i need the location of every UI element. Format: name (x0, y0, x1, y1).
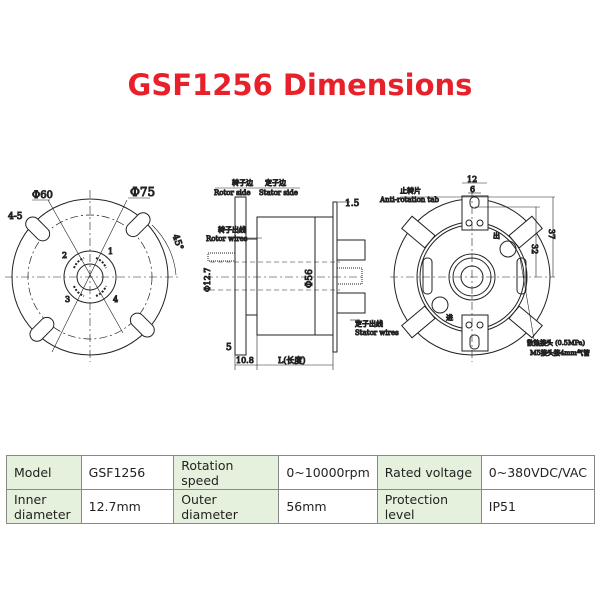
rotor-wires-cn: 转子出线 (218, 225, 246, 234)
pos-1: 1 (108, 247, 113, 256)
spec-table: Model GSF1256 Rotation speed 0~10000rpm … (6, 455, 596, 524)
tab-cn: 止转片 (400, 186, 421, 195)
stator-wires-label: Stator wires (355, 329, 399, 337)
flange-thickness-label: 1.5 (345, 199, 360, 209)
pos-4: 4 (113, 295, 118, 304)
spec-label: Protection level (376, 489, 482, 524)
inlet-mark: 进 (446, 314, 453, 322)
spec-label: Rotation speed (173, 455, 280, 490)
side-view: 转子边 定子边 Rotor side Stator side 1.5 转子出线 … (203, 178, 400, 370)
dimension-drawing: Φ60 Φ75 4-5 45° 2 1 3 4 转子边 定子边 Rotor si… (5, 175, 591, 370)
inner-diameter-label: Φ12.7 (203, 268, 212, 292)
rotor-wires-label: Rotor wires (206, 235, 248, 243)
front-d75-label: Φ75 (130, 185, 155, 199)
spec-value: 0~380VDC/VAC (480, 455, 596, 490)
spec-value: IP51 (480, 489, 596, 524)
cooling-fitting-label: 散热接头 (0.5MPa) (527, 338, 586, 347)
spec-value: GSF1256 (80, 455, 175, 490)
rotor-side-label: Rotor side (214, 189, 251, 197)
stator-side-label: Stator side (259, 189, 298, 197)
length-label: L(长度) (278, 355, 306, 365)
front-d60-label: Φ60 (32, 190, 53, 201)
table-row: Model GSF1256 Rotation speed 0~10000rpm … (6, 455, 596, 490)
height-37-label: 37 (547, 229, 556, 239)
spec-label: Rated voltage (376, 455, 482, 490)
outer-diameter-label: Φ56 (305, 269, 315, 288)
front-holes-label: 4-5 (8, 212, 23, 222)
table-row: Inner diameter 12.7mm Outer diameter 56m… (6, 489, 596, 524)
spec-value: 12.7mm (80, 489, 175, 524)
flange-5-label: 5 (226, 343, 232, 353)
page-title: GSF1256 Dimensions (127, 68, 473, 102)
offset-label: 10.8 (236, 356, 254, 365)
stator-wires-cn: 定子出线 (355, 319, 383, 328)
outlet-mark: 出 (493, 231, 500, 240)
spec-label: Model (6, 455, 82, 490)
spec-label: Outer diameter (173, 489, 280, 524)
pos-2: 2 (62, 251, 67, 260)
height-32-label: 32 (530, 244, 539, 254)
spec-label: Inner diameter (6, 489, 82, 524)
tab-label: Anti-rotation tab (379, 196, 440, 204)
rear-view: 12 6 止转片 Anti-rotation tab 32 37 出 进 散热接… (379, 175, 591, 362)
m5-fitting-label: M5接头接4mm气管 (530, 348, 590, 357)
front-view: Φ60 Φ75 4-5 45° 2 1 3 4 (5, 185, 185, 362)
rotor-side-cn: 转子边 (232, 178, 253, 187)
slot-width-label: 6 (470, 185, 475, 194)
tab-width-label: 12 (467, 175, 477, 184)
stator-side-cn: 定子边 (265, 178, 286, 187)
pos-3: 3 (65, 295, 70, 304)
spec-value: 56mm (278, 489, 378, 524)
spec-value: 0~10000rpm (278, 455, 378, 490)
front-angle-label: 45° (170, 233, 185, 251)
